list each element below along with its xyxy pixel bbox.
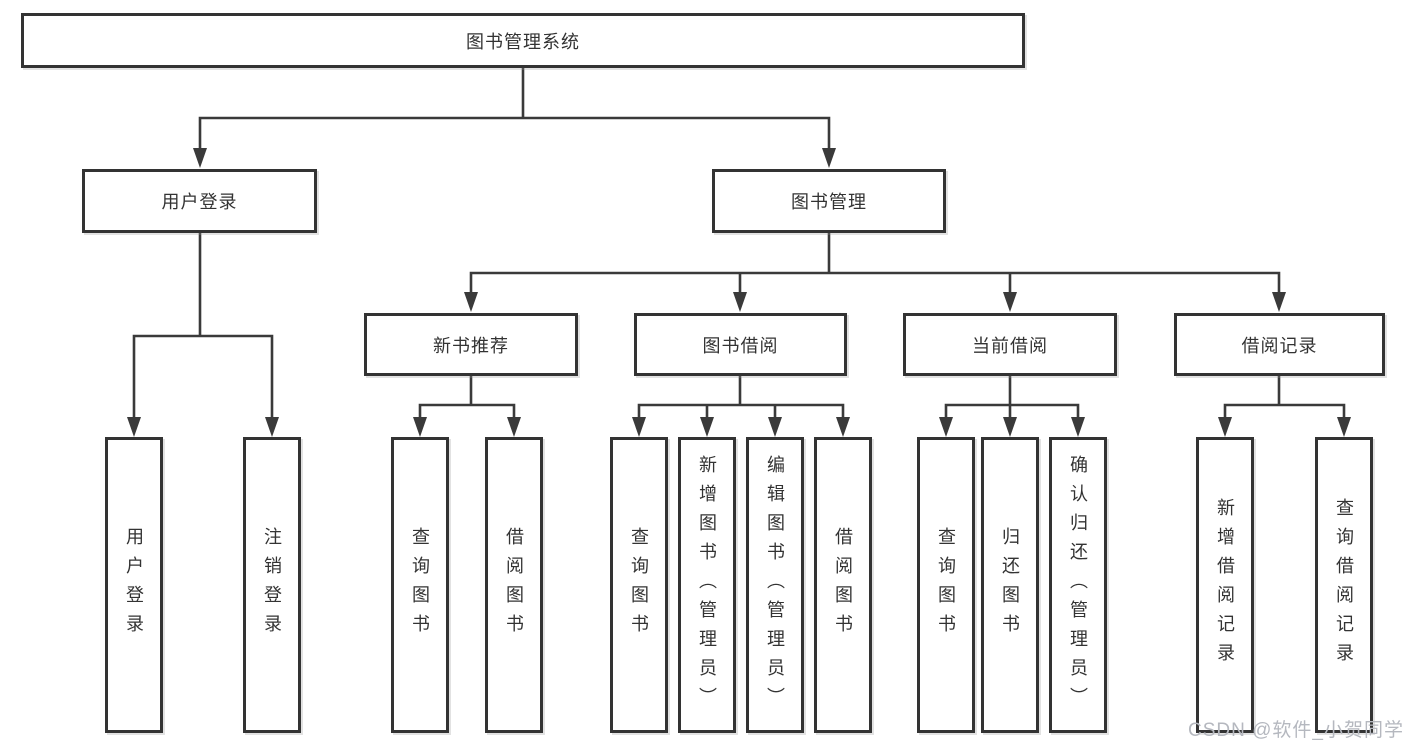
leaf-label: 查询借阅记录	[1334, 498, 1354, 672]
leaf-edit-book-admin: 编辑图书（管理员）	[746, 437, 804, 733]
node-library-system: 图书管理系统	[21, 13, 1025, 68]
node-current-borrowing: 当前借阅	[903, 313, 1117, 376]
leaf-label: 新增图书（管理员）	[697, 454, 717, 716]
leaf-add-book-admin: 新增图书（管理员）	[678, 437, 736, 733]
leaf-label: 新增借阅记录	[1215, 498, 1235, 672]
arrowheads	[127, 148, 1351, 437]
node-user-login: 用户登录	[82, 169, 317, 233]
leaf-query-borrow-record: 查询借阅记录	[1315, 437, 1373, 733]
node-new-book-recommend: 新书推荐	[364, 313, 578, 376]
leaf-confirm-return-admin: 确认归还（管理员）	[1049, 437, 1107, 733]
leaf-borrow-book-recommend: 借阅图书	[485, 437, 543, 733]
leaf-user-login: 用户登录	[105, 437, 163, 733]
node-borrowing-records: 借阅记录	[1174, 313, 1385, 376]
node-label: 借阅记录	[1241, 335, 1318, 356]
node-label: 当前借阅	[972, 335, 1048, 356]
node-label: 图书管理	[791, 192, 867, 212]
leaf-label: 借阅图书	[504, 527, 524, 643]
csdn-watermark: CSDN @软件_小贺同学	[1188, 720, 1404, 741]
node-book-borrowing: 图书借阅	[634, 313, 847, 376]
node-label: 用户登录	[161, 192, 238, 212]
node-label: 新书推荐	[433, 335, 509, 356]
leaf-query-book-borrowing: 查询图书	[610, 437, 668, 733]
leaf-label: 查询图书	[936, 527, 956, 643]
leaf-label: 查询图书	[410, 527, 430, 643]
leaf-return-book: 归还图书	[981, 437, 1039, 733]
leaf-logout: 注销登录	[243, 437, 301, 733]
leaf-label: 确认归还（管理员）	[1068, 454, 1088, 716]
leaf-label: 注销登录	[262, 527, 282, 643]
leaf-add-borrow-record: 新增借阅记录	[1196, 437, 1254, 733]
leaf-label: 归还图书	[1000, 527, 1020, 643]
leaf-label: 查询图书	[629, 527, 649, 643]
leaf-label: 编辑图书（管理员）	[765, 454, 785, 716]
node-label: 图书管理系统	[466, 31, 580, 52]
leaf-label: 用户登录	[124, 527, 144, 643]
leaf-label: 借阅图书	[833, 527, 853, 643]
leaf-borrow-book: 借阅图书	[814, 437, 872, 733]
leaf-query-book-recommend: 查询图书	[391, 437, 449, 733]
node-label: 图书借阅	[702, 335, 779, 356]
node-book-management: 图书管理	[712, 169, 946, 233]
leaf-query-book-current: 查询图书	[917, 437, 975, 733]
